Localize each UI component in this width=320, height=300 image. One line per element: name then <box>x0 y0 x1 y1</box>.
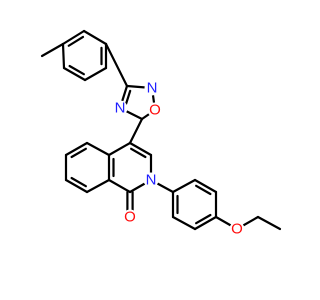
bond-me-t1 <box>40 42 65 58</box>
atom-label-o1: O <box>149 102 161 119</box>
bond-t5-t6-inner <box>68 64 85 76</box>
atom-label-backdrop <box>229 221 245 237</box>
bond-t6-t1 <box>61 42 66 70</box>
atom-label-n4: N <box>115 100 126 117</box>
bond-layer <box>40 29 282 231</box>
bond-b5-b6 <box>64 141 89 157</box>
bond-t1-t2-inner <box>67 35 85 47</box>
atom-label-n2: N <box>147 80 158 97</box>
bond-p6-p1 <box>171 178 197 194</box>
bond-p5-p6-inner <box>195 184 212 196</box>
bond-b7-b8-inner <box>70 176 87 188</box>
bond-t2-t3 <box>82 29 108 46</box>
bond-b7-b8 <box>64 178 89 194</box>
atom-label-nq: N <box>146 172 157 189</box>
bond-c1-c8a <box>107 178 132 194</box>
bond-c4a-b5 <box>85 141 111 157</box>
bond-c4-c3 <box>128 141 153 157</box>
atom-label-oc: O <box>124 209 136 226</box>
bond-c4a-c4 <box>107 141 132 157</box>
bond-p5-p6 <box>193 178 218 194</box>
atom-label-backdrop <box>122 209 138 225</box>
bond-c4-c3-inner <box>130 147 147 159</box>
bond-b8-c8a <box>85 178 111 194</box>
bond-t4-t5 <box>83 66 108 82</box>
atom-label-backdrop <box>143 172 159 188</box>
atom-label-backdrop <box>147 102 163 118</box>
atom-label-backdrop <box>144 80 160 96</box>
bond-e1-e2 <box>256 215 282 231</box>
bond-b5-b6-inner <box>70 147 87 159</box>
atom-label-backdrop <box>112 100 128 116</box>
bond-t1-t2 <box>61 29 86 46</box>
bond-ox3-n4-inner <box>124 89 132 107</box>
atom-label-oe: O <box>231 221 243 238</box>
bond-p3-p4-inner <box>195 213 212 225</box>
bond-ox5-c4 <box>128 117 144 145</box>
bond-t3-ox3 <box>104 42 129 88</box>
bond-p3-p4 <box>193 215 218 231</box>
bond-t5-t6 <box>62 66 87 82</box>
bond-p2-p3 <box>171 215 197 231</box>
